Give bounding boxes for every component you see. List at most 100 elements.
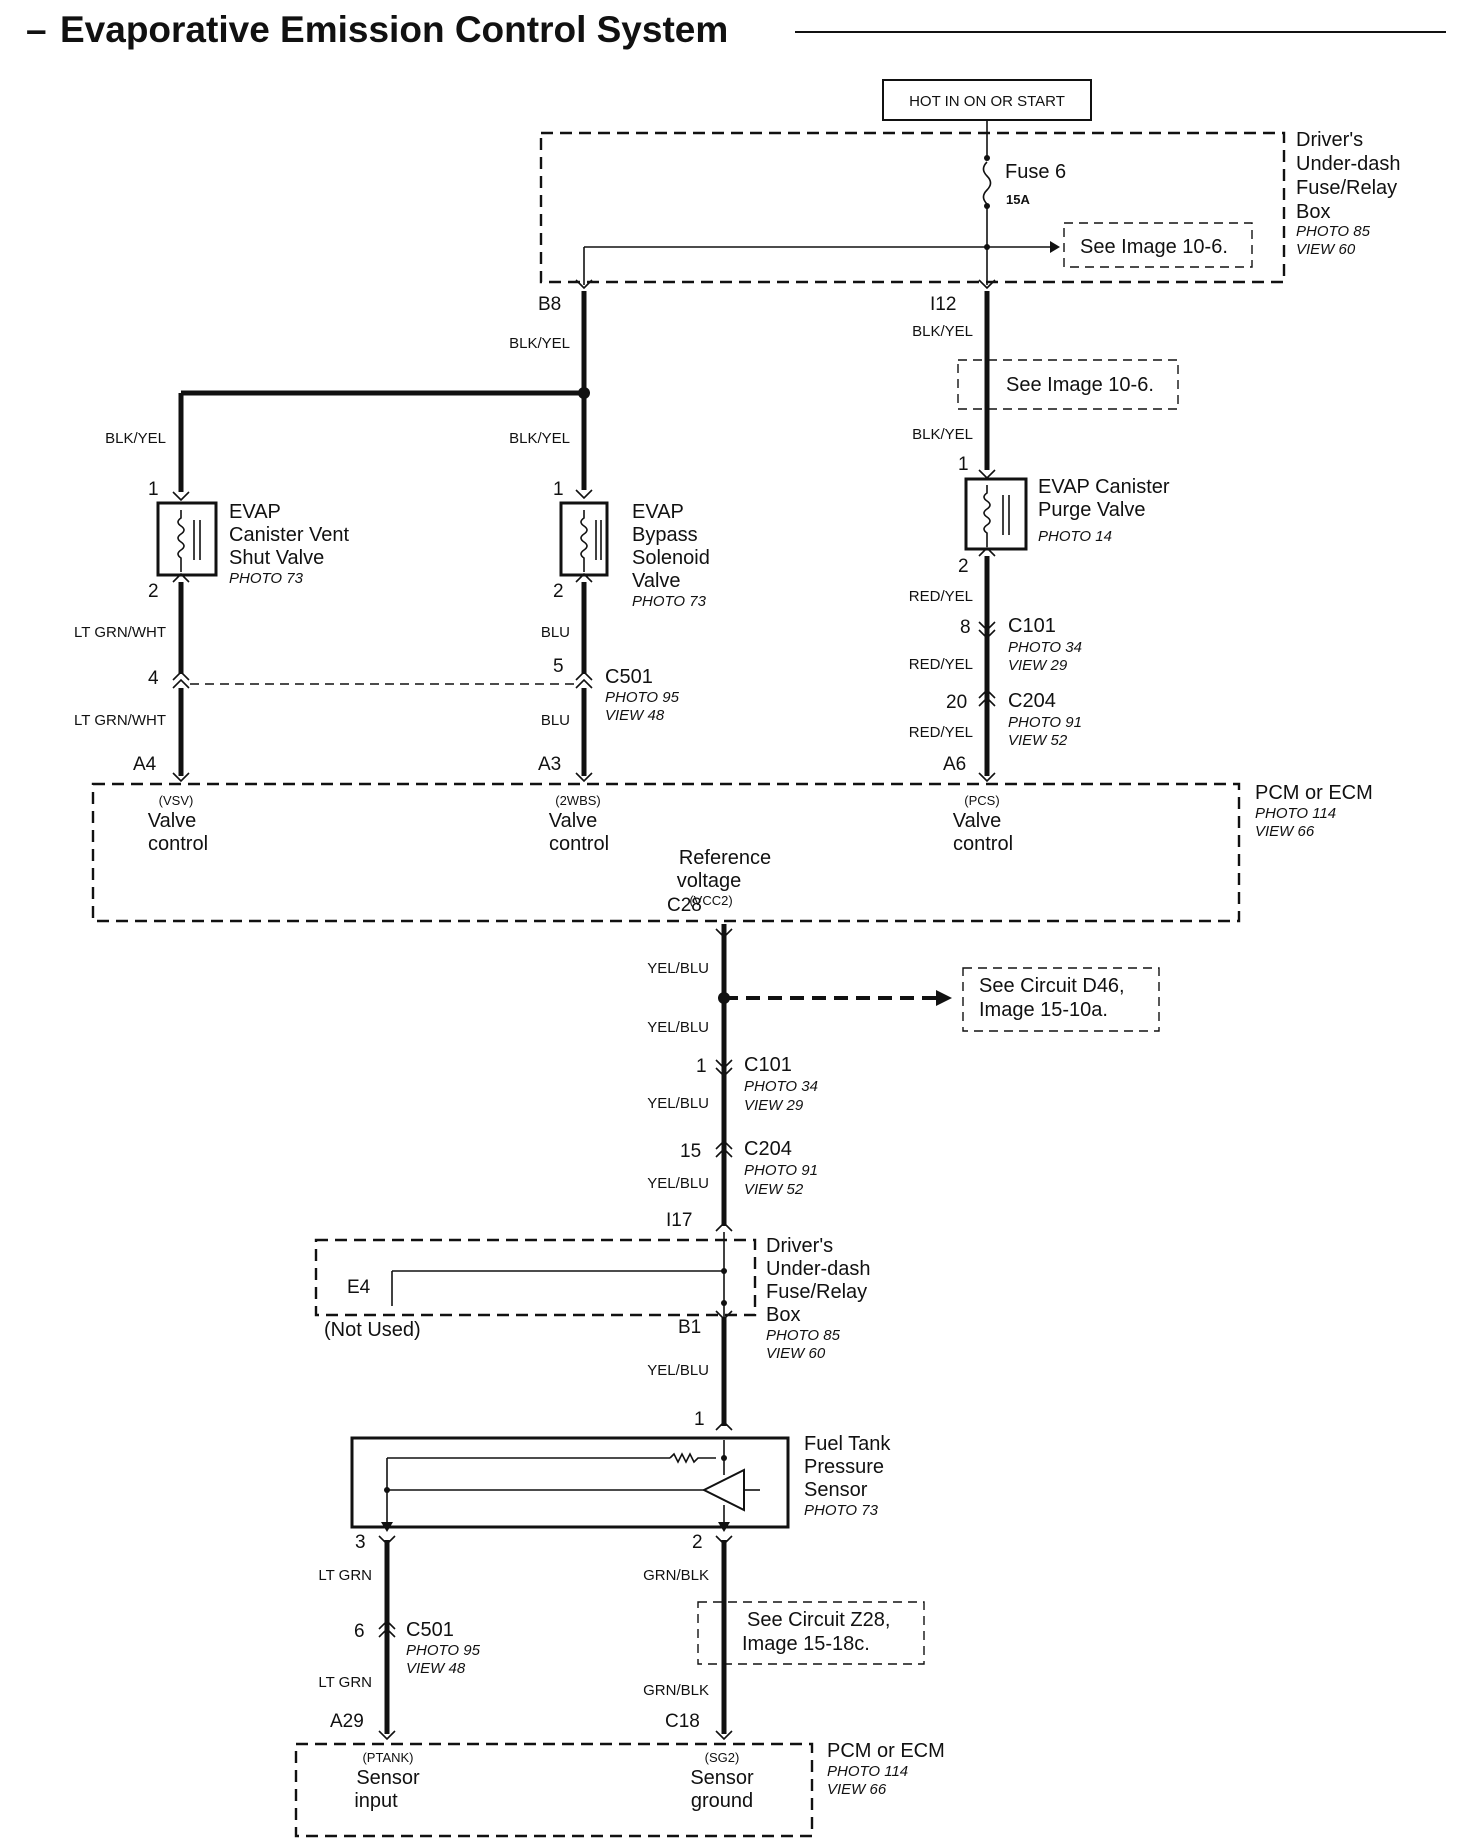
wire-label-bypass-out: BLU <box>541 624 570 641</box>
svg-text:PCM or ECM: PCM or ECM <box>827 1740 945 1762</box>
svg-text:VIEW 60: VIEW 60 <box>766 1345 826 1362</box>
solenoid-coil-icon <box>177 510 185 572</box>
pcm-top-name: PCM or ECM PHOTO 114 VIEW 66 <box>1255 782 1373 840</box>
see-circuit-z28-text: See Circuit Z28, <box>747 1609 890 1631</box>
svg-text:PHOTO 91: PHOTO 91 <box>744 1162 818 1179</box>
svg-text:Driver's: Driver's <box>1296 129 1363 151</box>
title-dash: – <box>26 9 47 50</box>
c101-mid-label: C101 PHOTO 34 VIEW 29 <box>744 1054 818 1114</box>
svg-text:C204: C204 <box>1008 690 1056 712</box>
wire-label-vent-out: LT GRN/WHT <box>74 624 166 641</box>
svg-text:control: control <box>148 833 208 855</box>
svg-text:PHOTO 85: PHOTO 85 <box>766 1327 841 1344</box>
c101-pin-8: 8 <box>960 617 971 638</box>
c204-pin-15: 15 <box>680 1141 701 1162</box>
fuse-6-label: Fuse 6 <box>1005 161 1066 183</box>
see-image-10-6-text-top: See Image 10-6. <box>1080 236 1228 258</box>
wire-label-bypass-pcm: BLU <box>541 712 570 729</box>
svg-text:Fuse/Relay: Fuse/Relay <box>766 1281 867 1303</box>
fuse-6-icon <box>982 161 992 205</box>
ftp-sensor-name: Fuel Tank Pressure Sensor PHOTO 73 <box>804 1433 891 1519</box>
svg-text:PHOTO 73: PHOTO 73 <box>632 593 707 610</box>
svg-text:VIEW 29: VIEW 29 <box>744 1097 804 1114</box>
svg-text:Shut Valve: Shut Valve <box>229 547 324 569</box>
pcm-sg2-ground: (SG2) Sensor ground <box>690 1750 754 1812</box>
pin-i12: I12 <box>930 294 956 315</box>
wire-label-c101-c204: RED/YEL <box>909 656 973 673</box>
wire-label-vent-feed: BLK/YEL <box>105 430 166 447</box>
bypass-valve-name: EVAP Bypass Solenoid Valve PHOTO 73 <box>632 501 710 610</box>
svg-text:PHOTO 73: PHOTO 73 <box>804 1502 879 1519</box>
page-title: Evaporative Emission Control System <box>60 9 728 50</box>
fuse-box-pin-e4: E4 <box>347 1277 371 1298</box>
fuse-box-bottom-outline <box>314 1238 757 1317</box>
svg-text:input: input <box>354 1790 398 1812</box>
svg-text:Valve: Valve <box>632 570 681 592</box>
see-circuit-d46-ref <box>962 967 1160 1032</box>
svg-text:VIEW 52: VIEW 52 <box>1008 732 1068 749</box>
vent-valve-body <box>156 501 218 577</box>
fuse-box-pin-i17: I17 <box>666 1210 692 1231</box>
svg-text:Sensor: Sensor <box>690 1767 754 1789</box>
wire-label-bypass-feed: BLK/YEL <box>509 430 570 447</box>
wire-label-pin3: LT GRN <box>318 1567 372 1584</box>
svg-text:voltage: voltage <box>677 870 742 892</box>
svg-text:control: control <box>549 833 609 855</box>
ftp-sensor-body <box>350 1436 790 1529</box>
svg-text:PHOTO 91: PHOTO 91 <box>1008 714 1082 731</box>
pcm-2wbs-input: (2WBS) Valve control <box>549 793 609 855</box>
wire-label-c501-pcm: LT GRN <box>318 1674 372 1691</box>
vent-valve-pin-1: 1 <box>148 479 159 500</box>
see-circuit-z28-text-2: Image 15-18c. <box>742 1633 870 1655</box>
svg-text:PHOTO 85: PHOTO 85 <box>1296 223 1371 240</box>
c101-pin-1: 1 <box>696 1056 707 1077</box>
pcm-pcs-input: (PCS) Valve control <box>953 793 1013 855</box>
svg-text:(PTANK): (PTANK) <box>362 1750 413 1765</box>
wire-label-d46: YEL/BLU <box>647 1019 709 1036</box>
fuse-box-top-name: Driver's Under-dash Fuse/Relay Box PHOTO… <box>1296 129 1401 258</box>
wire-label-pin2: GRN/BLK <box>643 1567 709 1584</box>
svg-text:EVAP: EVAP <box>632 501 684 523</box>
see-image-10-6-text-right: See Image 10-6. <box>1006 374 1154 396</box>
fuse-6-amps: 15A <box>1006 192 1030 207</box>
svg-text:Valve: Valve <box>549 810 598 832</box>
svg-text:VIEW 48: VIEW 48 <box>406 1660 466 1677</box>
wire-label-purge-out: RED/YEL <box>909 588 973 605</box>
vent-valve-pin-2: 2 <box>148 581 159 602</box>
svg-text:C204: C204 <box>744 1138 792 1160</box>
svg-text:C501: C501 <box>406 1619 454 1641</box>
svg-text:(VSV): (VSV) <box>159 793 194 808</box>
c501-top-label: C501 PHOTO 95 VIEW 48 <box>605 666 680 724</box>
c501-pin-5: 5 <box>553 656 564 677</box>
wire-label-c101-c204-mid: YEL/BLU <box>647 1095 709 1112</box>
see-image-10-6-ref-right <box>957 359 1179 410</box>
wire-label-vent-pcm: LT GRN/WHT <box>74 712 166 729</box>
svg-text:(SG2): (SG2) <box>705 1750 740 1765</box>
svg-text:VIEW 48: VIEW 48 <box>605 707 665 724</box>
svg-text:ground: ground <box>691 1790 753 1812</box>
svg-text:C101: C101 <box>744 1054 792 1076</box>
svg-text:Purge Valve: Purge Valve <box>1038 499 1145 521</box>
svg-text:(PCS): (PCS) <box>964 793 999 808</box>
see-image-10-6-ref-top <box>1063 222 1253 268</box>
c501-pin-6: 6 <box>354 1621 365 1642</box>
svg-text:C501: C501 <box>605 666 653 688</box>
svg-text:VIEW 66: VIEW 66 <box>827 1781 887 1798</box>
bypass-valve-pin-2: 2 <box>553 581 564 602</box>
svg-text:PHOTO 34: PHOTO 34 <box>1008 639 1082 656</box>
wire-label-b1: YEL/BLU <box>647 1362 709 1379</box>
see-circuit-d46-text: See Circuit D46, <box>979 975 1125 997</box>
pcm-top-outline <box>91 782 1241 923</box>
svg-text:PHOTO 73: PHOTO 73 <box>229 570 304 587</box>
purge-valve-name: EVAP Canister Purge Valve PHOTO 14 <box>1038 476 1170 545</box>
ftp-sensor-pin-3: 3 <box>355 1532 366 1553</box>
pcm-pin-a29: A29 <box>330 1711 364 1732</box>
ftp-sensor-pin-2: 2 <box>692 1532 703 1553</box>
fuse-box-bottom-name: Driver's Under-dash Fuse/Relay Box PHOTO… <box>766 1235 871 1362</box>
see-circuit-z28-ref <box>697 1601 925 1665</box>
pin-e4-not-used: (Not Used) <box>324 1319 421 1341</box>
pin-b8: B8 <box>538 294 561 315</box>
svg-text:EVAP Canister: EVAP Canister <box>1038 476 1170 498</box>
svg-text:Sensor: Sensor <box>356 1767 420 1789</box>
